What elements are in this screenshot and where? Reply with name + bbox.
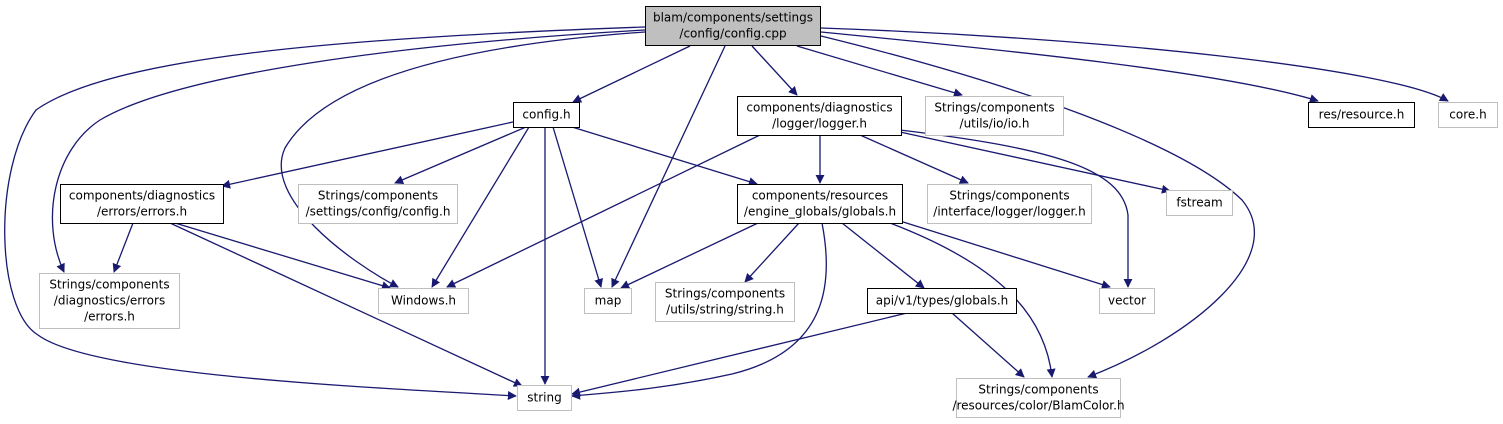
node-box	[517, 385, 572, 411]
node-label-line: Strings/components	[318, 189, 438, 203]
edge-globals_h-to-string	[571, 222, 828, 400]
node-label-line: Strings/components	[949, 189, 1069, 203]
node-label-line: /logger/logger.h	[772, 117, 867, 131]
node-label-line: /utils/string/string.h	[666, 303, 784, 317]
edge-config_cpp-to-strings_io	[796, 45, 963, 98]
node-label-line: core.h	[1449, 108, 1486, 122]
edge-config_h-to-map	[552, 126, 603, 288]
node-label-line: vector	[1108, 294, 1146, 308]
node-logger_h[interactable]: components/diagnostics/logger/logger.h	[737, 96, 902, 136]
node-blamcolor: Strings/components/resources/color/BlamC…	[952, 378, 1125, 418]
node-string: string	[517, 385, 572, 411]
node-windows_h: Windows.h	[378, 288, 469, 314]
node-label-line: blam/components/settings	[653, 11, 813, 25]
edge-api_globals-to-blamcolor	[951, 312, 1025, 378]
node-label-line: /engine_globals/globals.h	[744, 205, 896, 219]
node-label-line: /resources/color/BlamColor.h	[952, 399, 1124, 413]
edge-errors_h-to-strings_errors	[112, 222, 134, 273]
node-box	[1099, 288, 1155, 314]
node-map: map	[584, 288, 632, 314]
node-config_cpp: blam/components/settings/config/config.c…	[645, 6, 821, 46]
node-box	[737, 96, 902, 136]
node-resource_h[interactable]: res/resource.h	[1308, 102, 1415, 128]
edge-globals_h-to-vector	[899, 220, 1111, 289]
edge-errors_h-to-string	[169, 222, 523, 387]
node-strings_config: Strings/components/settings/config/confi…	[298, 184, 458, 224]
node-label-line: api/v1/types/globals.h	[876, 294, 1009, 308]
node-box	[584, 288, 632, 314]
node-label-line: config.h	[522, 108, 570, 122]
edge-config_h-to-windows_h	[431, 126, 530, 288]
edge-logger_h-to-windows_h	[446, 134, 761, 288]
node-label-line: Strings/components	[934, 101, 1054, 115]
node-label-line: res/resource.h	[1319, 108, 1405, 122]
node-label-line: fstream	[1176, 196, 1222, 210]
node-label-line: map	[595, 294, 622, 308]
edge-config_cpp-to-core_h	[820, 27, 1449, 102]
node-strings_logger: Strings/components/interface/logger/logg…	[927, 184, 1092, 224]
edge-config_cpp-to-resource_h	[820, 31, 1319, 103]
node-box	[927, 184, 1092, 224]
node-box	[867, 288, 1017, 314]
node-errors_h[interactable]: components/diagnostics/errors/errors.h	[60, 184, 224, 224]
node-label-line: /errors/errors.h	[97, 205, 187, 219]
node-globals_h[interactable]: components/resources/engine_globals/glob…	[737, 184, 903, 224]
node-label-line: components/diagnostics	[69, 189, 215, 203]
edge-config_cpp-to-string	[4, 26, 646, 401]
edge-errors_h-to-windows_h	[174, 222, 391, 290]
edge-logger_h-to-strings_logger	[859, 134, 969, 184]
node-box	[737, 184, 903, 224]
node-box	[1166, 190, 1233, 216]
edge-globals_h-to-api_globals	[841, 222, 925, 289]
node-label-line: /diagnostics/errors	[54, 294, 165, 308]
nodes: blam/components/settings/config/config.c…	[39, 6, 1498, 418]
edge-config_h-to-strings_config	[394, 126, 527, 184]
node-box	[956, 378, 1121, 418]
edge-globals_h-to-strings_string	[744, 222, 800, 283]
node-label-line: Strings/components	[978, 383, 1098, 397]
node-fstream: fstream	[1166, 190, 1233, 216]
edge-logger_h-to-vector	[899, 129, 1133, 288]
node-label-line: /interface/logger/logger.h	[933, 205, 1085, 219]
node-label-line: Strings/components	[665, 287, 785, 301]
node-box	[655, 282, 795, 322]
edge-config_h-to-errors_h	[221, 121, 514, 189]
node-config_h[interactable]: config.h	[513, 102, 580, 128]
edge-config_cpp-to-windows_h	[280, 31, 646, 288]
node-box	[298, 184, 458, 224]
node-box	[645, 6, 821, 46]
node-label-line: /utils/io/io.h	[960, 117, 1030, 131]
node-box	[925, 96, 1064, 136]
edge-config_h-to-globals_h	[571, 126, 758, 186]
edge-api_globals-to-string	[571, 312, 908, 397]
node-label-line: Windows.h	[391, 294, 456, 308]
edge-config_cpp-to-config_h	[572, 45, 691, 103]
node-core_h: core.h	[1438, 102, 1498, 128]
node-box	[513, 102, 580, 128]
node-label-line: string	[527, 391, 561, 405]
node-vector: vector	[1099, 288, 1155, 314]
node-box	[1308, 102, 1415, 128]
node-label-line: components/diagnostics	[746, 101, 892, 115]
edge-config_cpp-to-map	[611, 45, 726, 288]
edge-config_cpp-to-strings_errors	[51, 29, 646, 273]
node-strings_string: Strings/components/utils/string/string.h	[655, 282, 795, 322]
edge-globals_h-to-map	[620, 222, 759, 289]
node-box	[1438, 102, 1498, 128]
edges	[4, 26, 1449, 401]
node-strings_errors: Strings/components/diagnostics/errors/er…	[39, 273, 180, 329]
node-label-line: /errors.h	[84, 310, 135, 324]
node-label-line: components/resources	[752, 189, 888, 203]
edge-config_cpp-to-logger_h	[751, 45, 798, 96]
edge-logger_h-to-fstream	[899, 131, 1171, 194]
node-box	[60, 184, 224, 224]
node-box	[39, 273, 180, 329]
node-api_globals[interactable]: api/v1/types/globals.h	[867, 288, 1017, 314]
node-box	[378, 288, 469, 314]
node-label-line: /settings/config/config.h	[306, 205, 451, 219]
node-label-line: Strings/components	[49, 278, 169, 292]
node-strings_io: Strings/components/utils/io/io.h	[925, 96, 1064, 136]
node-label-line: /config/config.cpp	[679, 27, 786, 41]
